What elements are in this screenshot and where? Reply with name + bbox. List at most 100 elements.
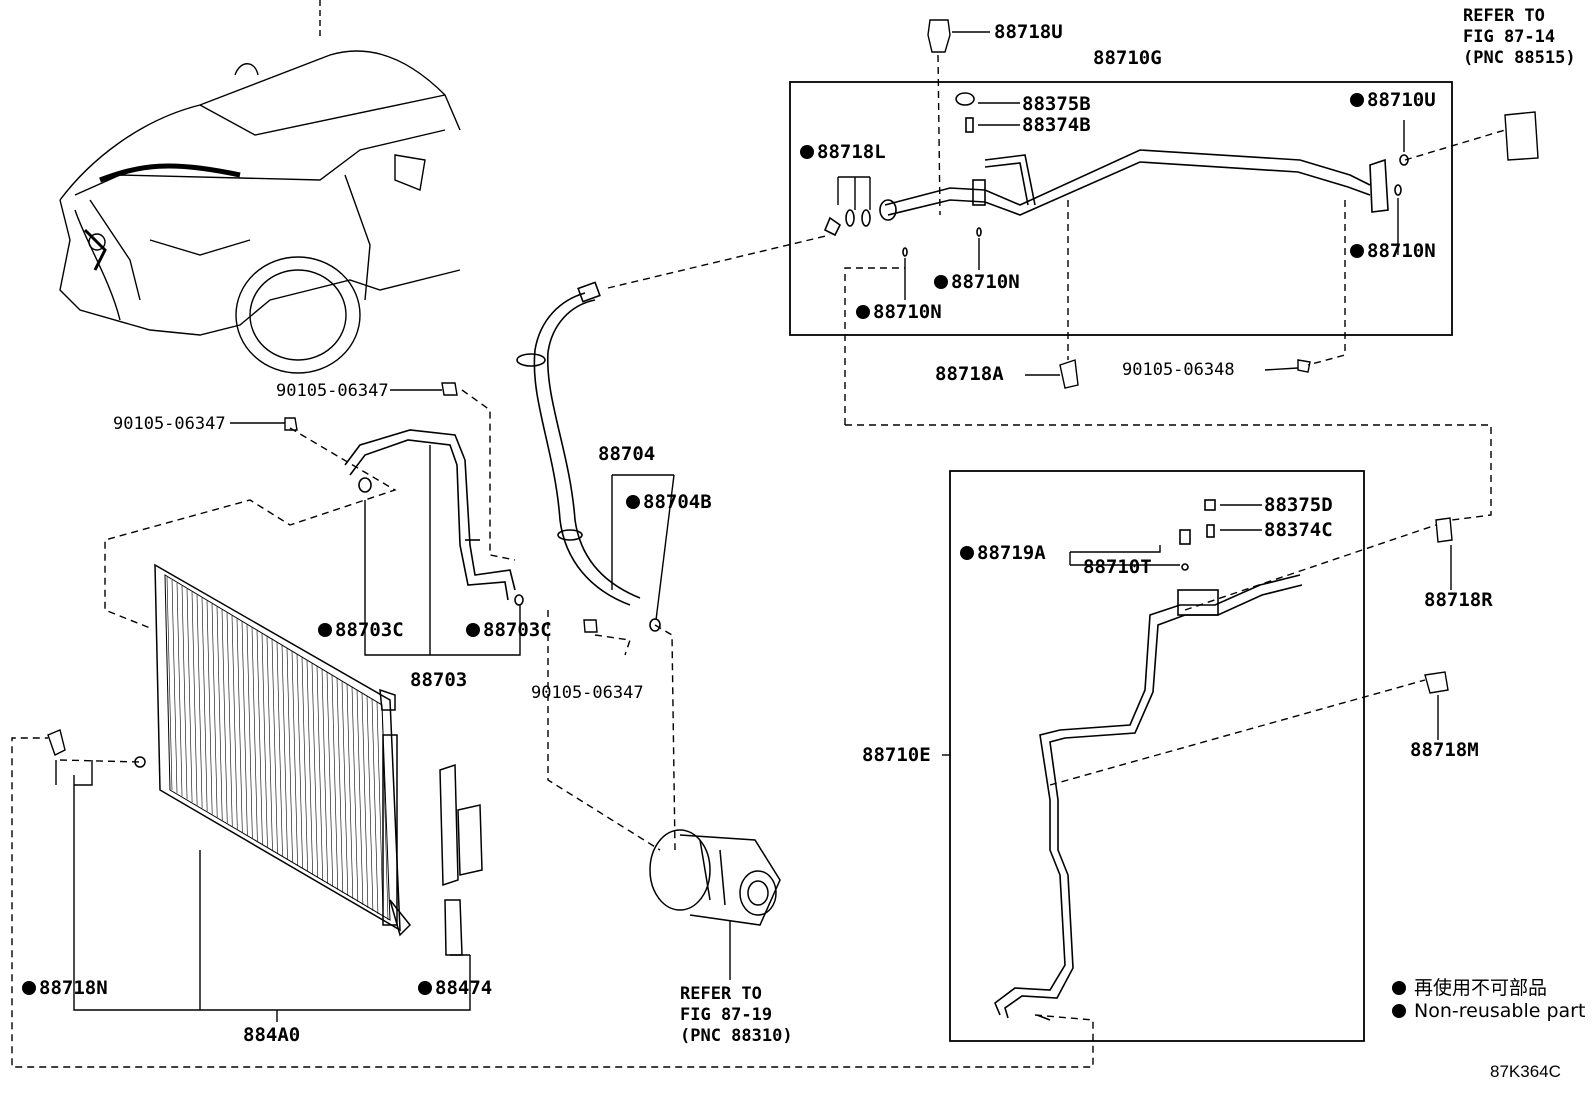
condenser-fin bbox=[201, 597, 208, 812]
box-88710g bbox=[789, 81, 1453, 336]
label-88710g: 88710G bbox=[1093, 47, 1162, 69]
label-88710n-left: 88710N bbox=[856, 302, 942, 322]
condenser-fin bbox=[371, 699, 379, 914]
pipe-88703 bbox=[344, 429, 524, 606]
hose-88704 bbox=[516, 281, 661, 632]
condenser-fin bbox=[341, 681, 349, 896]
condenser-fin bbox=[286, 648, 293, 863]
condenser-fin bbox=[166, 576, 173, 791]
label-88718u: 88718U bbox=[994, 21, 1063, 43]
condenser-fin bbox=[356, 690, 364, 905]
label-90105-06348: 90105-06348 bbox=[1122, 360, 1235, 380]
condenser-fin bbox=[336, 678, 344, 893]
non-reusable-dot-icon bbox=[466, 623, 480, 637]
compressor bbox=[649, 829, 781, 926]
condenser-fin bbox=[301, 657, 308, 872]
non-reusable-dot-icon bbox=[318, 623, 332, 637]
condenser-fin bbox=[251, 627, 258, 842]
label-88710n-right: 88710N bbox=[1350, 241, 1436, 261]
condenser-fin bbox=[181, 585, 188, 800]
condenser-fin bbox=[376, 702, 384, 917]
clamps bbox=[47, 19, 1539, 756]
condenser-fin bbox=[271, 639, 278, 854]
label-88710u: 88710U bbox=[1350, 90, 1436, 110]
label-88474: 88474 bbox=[418, 978, 492, 998]
condenser-fin bbox=[186, 588, 193, 803]
condenser-fin bbox=[236, 618, 243, 833]
condenser-fin bbox=[296, 654, 303, 869]
label-884a0: 884A0 bbox=[243, 1024, 301, 1046]
non-reusable-dot-icon bbox=[800, 145, 814, 159]
legend-english: Non-reusable part bbox=[1392, 1000, 1585, 1022]
label-88703c-left: 88703C bbox=[318, 620, 404, 640]
non-reusable-dot-icon bbox=[1392, 981, 1406, 995]
condenser-fin bbox=[196, 594, 203, 809]
condenser-fin bbox=[216, 606, 223, 821]
non-reusable-dot-icon bbox=[1392, 1004, 1406, 1018]
non-reusable-dot-icon bbox=[1350, 244, 1364, 258]
condenser-fin bbox=[241, 621, 248, 836]
condenser-fin bbox=[306, 660, 313, 875]
condenser-fin bbox=[221, 609, 228, 824]
condenser-fin bbox=[206, 600, 213, 815]
non-reusable-dot-icon bbox=[418, 981, 432, 995]
non-reusable-dot-icon bbox=[626, 495, 640, 509]
label-88718a: 88718A bbox=[935, 363, 1004, 385]
label-88703: 88703 bbox=[410, 669, 468, 691]
condenser-fin bbox=[176, 582, 183, 797]
label-88718r: 88718R bbox=[1424, 589, 1493, 611]
desiccant bbox=[439, 763, 483, 956]
non-reusable-dot-icon bbox=[1350, 93, 1364, 107]
label-88374b: 88374B bbox=[1022, 114, 1091, 136]
condenser-fin bbox=[311, 663, 318, 878]
figure-code: 87K364C bbox=[1490, 1062, 1561, 1081]
condenser-fin bbox=[171, 579, 178, 794]
label-88710e: 88710E bbox=[862, 744, 931, 766]
condenser-fin bbox=[321, 669, 329, 884]
condenser-fin bbox=[266, 636, 273, 851]
legend-japanese: 再使用不可部品 bbox=[1392, 973, 1547, 1000]
condenser-fin bbox=[366, 696, 374, 911]
label-88704: 88704 bbox=[598, 443, 656, 465]
condenser-fin bbox=[246, 624, 253, 839]
condenser-fin bbox=[261, 633, 268, 848]
label-88375b: 88375B bbox=[1022, 93, 1091, 115]
label-88704b: 88704B bbox=[626, 492, 712, 512]
condenser-fin bbox=[231, 615, 238, 830]
non-reusable-dot-icon bbox=[934, 275, 948, 289]
label-88710t: 88710T bbox=[1083, 556, 1152, 578]
label-88710n-mid: 88710N bbox=[934, 272, 1020, 292]
box-88710e bbox=[949, 470, 1365, 1042]
pipe-88710g bbox=[823, 92, 1409, 257]
condenser-fin bbox=[281, 645, 288, 860]
vehicle-illustration bbox=[59, 0, 461, 374]
label-88718l: 88718L bbox=[800, 142, 886, 162]
condenser-fin bbox=[291, 651, 298, 866]
condenser-fin bbox=[276, 642, 283, 857]
label-90105-06347-top: 90105-06347 bbox=[276, 381, 389, 401]
label-88374c: 88374C bbox=[1264, 519, 1333, 541]
label-90105-06347-left: 90105-06347 bbox=[113, 414, 226, 434]
condenser-fin bbox=[346, 684, 354, 899]
label-88718n: 88718N bbox=[22, 978, 108, 998]
non-reusable-dot-icon bbox=[960, 546, 974, 560]
condenser-fin bbox=[256, 630, 263, 845]
label-88375d: 88375D bbox=[1264, 494, 1333, 516]
refer-to-bottom: REFER TO FIG 87-19 (PNC 88310) bbox=[680, 984, 793, 1046]
non-reusable-dot-icon bbox=[22, 981, 36, 995]
condenser-fin bbox=[326, 672, 334, 887]
condenser-fin bbox=[331, 675, 339, 890]
dashed-guides bbox=[11, 54, 1506, 1068]
label-90105-06347-mid: 90105-06347 bbox=[531, 683, 644, 703]
leader-lines bbox=[55, 31, 1452, 1022]
label-88719a: 88719A bbox=[960, 543, 1046, 563]
condenser-fin bbox=[316, 666, 323, 881]
condenser-fin bbox=[191, 591, 198, 806]
condenser-fin bbox=[211, 603, 218, 818]
condenser-884a0 bbox=[134, 563, 412, 937]
condenser-fin bbox=[351, 687, 359, 902]
label-88703c-right: 88703C bbox=[466, 620, 552, 640]
refer-to-top-right: REFER TO FIG 87-14 (PNC 88515) bbox=[1463, 6, 1576, 68]
pipe-88710e bbox=[994, 499, 1303, 1021]
